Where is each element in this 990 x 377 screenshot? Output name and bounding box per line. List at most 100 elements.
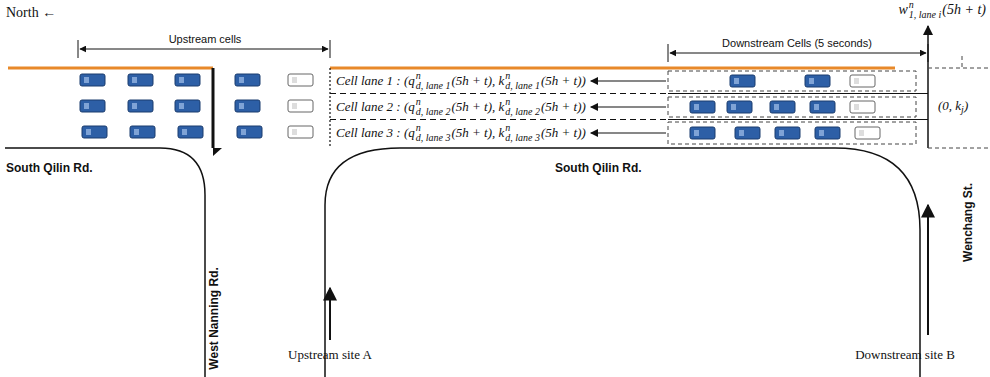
label-text: d, lane 3 xyxy=(505,133,540,143)
vehicle xyxy=(775,127,800,139)
vehicle xyxy=(235,100,260,112)
label-text: (5h + t)) xyxy=(541,99,586,114)
label-text: w xyxy=(898,2,907,17)
label-text: n xyxy=(505,71,540,81)
vehicle-window xyxy=(241,129,246,135)
vehicle xyxy=(175,100,200,112)
script-stack: nd, lane 2 xyxy=(416,97,451,117)
vehicle xyxy=(80,100,105,112)
cell-box xyxy=(668,97,916,117)
vehicle xyxy=(727,101,752,113)
label-text: d, lane 1 xyxy=(505,81,540,91)
dimension-line xyxy=(80,49,328,50)
label-text: Wenchang St. xyxy=(961,182,975,261)
leader-arrow xyxy=(591,132,666,133)
cell-lane-label: Cell lane 2 : (qnd, lane 2(5h + t), knd,… xyxy=(336,97,586,117)
vehicle-window xyxy=(779,130,784,136)
script-stack: nd, lane 2 xyxy=(505,97,540,117)
site-arrow xyxy=(329,288,331,340)
vehicle-window xyxy=(84,77,89,83)
site-arrow xyxy=(927,205,929,335)
site-label: Upstream site A xyxy=(288,346,372,363)
dimension-label: Downstream Cells (5 seconds) xyxy=(722,36,872,49)
vehicle xyxy=(128,100,153,112)
road-name: South Qilin Rd. xyxy=(555,160,642,175)
label-text: n xyxy=(416,97,451,107)
vehicle-window xyxy=(179,103,184,109)
label-text: Cell lane 3 : (q xyxy=(336,125,415,140)
vehicle-window xyxy=(854,78,859,84)
vehicle-window xyxy=(739,130,744,136)
script-stack: nd, lane 1 xyxy=(505,71,540,91)
vehicle-window xyxy=(854,104,859,110)
dimension-label: Upstream cells xyxy=(169,32,242,45)
label-text: Cell lane 2 : (q xyxy=(336,99,415,114)
vehicle xyxy=(850,101,875,113)
vehicle-window xyxy=(694,104,699,110)
vehicle xyxy=(237,126,262,138)
label-text: ) xyxy=(964,98,968,113)
vehicle-window xyxy=(179,77,184,83)
vehicle xyxy=(850,75,875,87)
vehicles xyxy=(80,74,880,139)
boundary-label: (0, kj) xyxy=(938,97,968,115)
vehicle-window xyxy=(292,77,297,83)
label-text: n xyxy=(505,123,540,133)
vehicle xyxy=(690,127,715,139)
label-text: Upstream cells xyxy=(169,33,242,45)
label-text: d, lane 2 xyxy=(505,107,540,117)
road-name: South Qilin Rd. xyxy=(6,160,93,175)
vehicle xyxy=(128,74,153,86)
label-text: (5h + t)) xyxy=(541,73,586,88)
vehicle xyxy=(130,126,155,138)
vehicle-window xyxy=(182,129,187,135)
cell-box xyxy=(668,122,916,144)
vehicle-window xyxy=(132,103,137,109)
vehicle xyxy=(805,75,830,87)
label-text: (5h + t)) xyxy=(541,125,586,140)
vehicle-window xyxy=(814,104,819,110)
boundary-cell xyxy=(928,56,990,148)
site-label: Downstream site B xyxy=(855,346,955,363)
label-text: d, lane 2 xyxy=(416,107,451,117)
label-text: North ← xyxy=(6,5,56,20)
vehicle-window xyxy=(774,104,779,110)
road-edge xyxy=(5,148,205,377)
label-text: d, lane 1 xyxy=(416,81,451,91)
lane-divider xyxy=(330,94,668,120)
vehicle-window xyxy=(734,78,739,84)
vehicle xyxy=(690,101,715,113)
label-text: 1, lane i xyxy=(909,10,942,20)
label-text: (5h + t), k xyxy=(451,99,504,114)
vehicle xyxy=(288,126,313,138)
script-stack: nd, lane 3 xyxy=(505,123,540,143)
vehicle-window xyxy=(132,77,137,83)
vehicle-window xyxy=(239,103,244,109)
label-text: n xyxy=(505,97,540,107)
script-stack: n1, lane i xyxy=(909,0,942,20)
vehicle-window xyxy=(859,130,864,136)
cell-lane-label: Cell lane 1 : (qnd, lane 1(5h + t), knd,… xyxy=(336,71,586,91)
road-name: West Nanning Rd. xyxy=(206,267,221,369)
label-text: Upstream site A xyxy=(288,347,372,362)
vehicle-window xyxy=(84,103,89,109)
lane-divider xyxy=(668,94,928,120)
label-text: d, lane 3 xyxy=(416,133,451,143)
road-edge xyxy=(8,67,213,70)
cell-box xyxy=(668,71,916,91)
stop-line xyxy=(212,68,215,148)
label-text: Downstream Cells (5 seconds) xyxy=(722,37,872,49)
road-name: Wenchang St. xyxy=(961,182,976,261)
vehicle-window xyxy=(694,130,699,136)
vehicle-window xyxy=(239,77,244,83)
vehicle xyxy=(815,127,840,139)
leader-arrow xyxy=(591,106,666,107)
label-text: (5h + t), k xyxy=(451,73,504,88)
vehicle xyxy=(735,127,760,139)
stop-line-tip xyxy=(213,148,222,156)
vehicle-window xyxy=(819,130,824,136)
label-text: South Qilin Rd. xyxy=(555,161,642,175)
vehicle-window xyxy=(292,129,297,135)
